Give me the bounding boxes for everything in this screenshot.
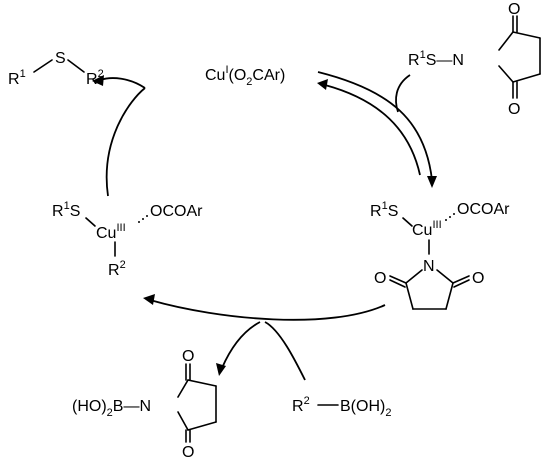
hash-dot-4 — [445, 219, 447, 221]
carbonyl-r-right-1 — [452, 275, 470, 284]
hash-dot-5 — [449, 216, 451, 218]
hash-dot-2 — [142, 218, 144, 220]
n-thiosuccinimide-reagent: R1S—N O O — [408, 1, 541, 118]
ring-r-5 — [445, 282, 454, 310]
svg-text:R2: R2 — [86, 68, 104, 88]
arrow-reverse-inner — [324, 84, 421, 176]
ring-b-2 — [187, 379, 217, 387]
bond-c3-c4 — [512, 73, 541, 83]
arrow-head-forward — [427, 176, 437, 188]
ring-b-4 — [187, 421, 217, 431]
svg-text:B(OH)2: B(OH)2 — [340, 398, 391, 419]
ring-b-1 — [177, 379, 189, 398]
ring-r-3 — [405, 282, 414, 310]
ring-r-1 — [405, 269, 423, 284]
arrow-forward-outer — [317, 71, 433, 181]
nitrogen-right: N — [423, 258, 435, 275]
svg-text:R1S: R1S — [370, 200, 398, 220]
copper-i-catalyst: CuI(O2CAr) — [205, 64, 285, 88]
bond-c1-c2 — [512, 31, 541, 39]
boronic-acid: R2 B(OH)2 — [292, 395, 391, 419]
bond-r1-s — [33, 59, 53, 73]
carbonyl-r-right-2 — [453, 279, 470, 288]
hash-dot-1 — [138, 221, 140, 223]
ocoar-label-right: OCOAr — [457, 201, 510, 218]
svg-text:R2: R2 — [292, 395, 310, 415]
arrow-left-up — [105, 87, 146, 197]
hash-dot-3 — [146, 215, 148, 217]
svg-text:CuI(O2CAr): CuI(O2CAr) — [205, 64, 285, 88]
oxygen-top: O — [508, 1, 520, 18]
oxygen-bottom: O — [508, 101, 520, 118]
arrow-bottom-arc — [149, 299, 386, 321]
hash-dot-6 — [453, 213, 455, 215]
carbonyl-r-left-1 — [389, 275, 407, 284]
copper-iii-intermediate-right: R1S CuIII OCOAr N O O — [370, 200, 510, 310]
svg-text:(HO)2B—N: (HO)2B—N — [72, 398, 151, 419]
svg-text:CuIII: CuIII — [96, 222, 126, 242]
bond-s-r2 — [67, 59, 85, 73]
arrow-byproduct-out — [221, 321, 261, 369]
arrow-head-byproduct — [216, 363, 226, 376]
arrow-head-reverse — [317, 79, 328, 90]
arrow-reagent-in — [395, 74, 411, 113]
bond-c4-n — [498, 65, 514, 83]
boryl-succinimide-byproduct: (HO)2B—N O O — [72, 348, 217, 459]
oxygen-b-bottom: O — [182, 444, 194, 459]
product-thioether: R1 S R2 — [8, 50, 104, 88]
arrow-head-product — [92, 75, 104, 86]
svg-text:R1S: R1S — [52, 200, 80, 220]
sulfur-label: S — [55, 50, 66, 67]
ring-b-5 — [177, 411, 189, 431]
arrow-boronic-in — [264, 321, 306, 381]
carbonyl-r-left-2 — [389, 279, 406, 288]
svg-text:R2: R2 — [108, 259, 126, 279]
ocoar-label-left: OCOAr — [150, 203, 203, 220]
svg-text:R1S—N: R1S—N — [408, 49, 464, 69]
bond-n-c1 — [498, 31, 514, 51]
arrow-head-bottom — [143, 294, 155, 305]
oxygen-b-top: O — [182, 348, 194, 365]
svg-text:CuIII: CuIII — [412, 219, 442, 239]
oxygen-right-left: O — [374, 270, 386, 287]
svg-text:R1: R1 — [8, 68, 26, 88]
oxygen-right-right: O — [472, 270, 484, 287]
arrow-to-product — [99, 77, 146, 89]
bond-s-cu-right — [402, 217, 413, 227]
copper-iii-intermediate-left: R1S CuIII OCOAr R2 — [52, 200, 203, 279]
ring-r-2 — [436, 269, 454, 284]
bond-s-cu-left — [85, 217, 96, 227]
